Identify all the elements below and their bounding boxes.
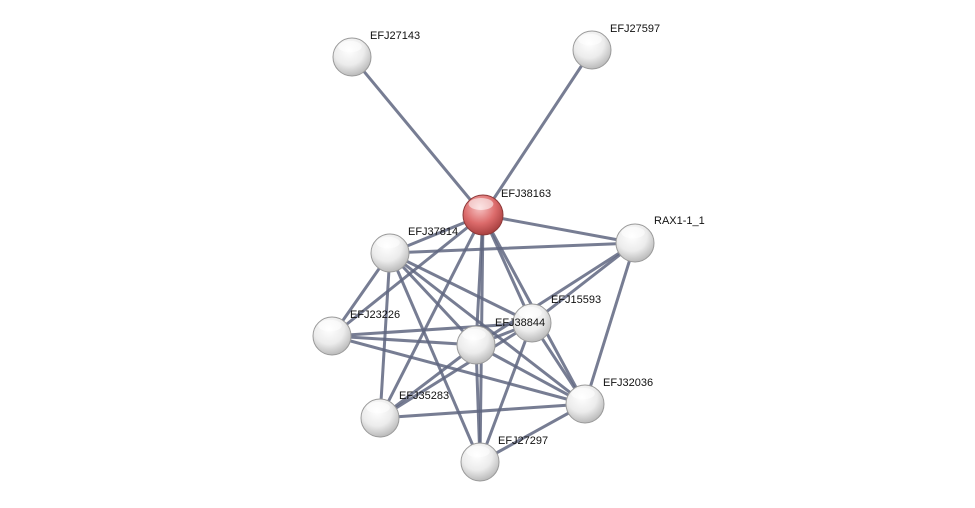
node-highlight	[338, 40, 362, 53]
edge-efj37814-efj38844	[388, 251, 478, 347]
node-label: EFJ35283	[399, 390, 449, 402]
node-rax1-1-1[interactable]: RAX1-1_1	[615, 215, 705, 263]
edge-efj27297-efj32036	[478, 402, 587, 464]
node-highlight	[468, 198, 494, 210]
edge-efj23226-efj32036	[330, 334, 587, 406]
node-efj15593[interactable]: EFJ15593	[512, 294, 601, 343]
node-highlight	[578, 33, 602, 46]
edge-efj38844-efj35283	[378, 343, 478, 420]
edge-rax1-1-1-efj32036	[583, 241, 637, 406]
node-highlight	[462, 328, 486, 341]
edge-efj38163-efj27597	[481, 48, 594, 217]
node-label: RAX1-1_1	[654, 215, 705, 227]
edge-efj37814-rax1-1-1	[388, 241, 637, 255]
node-label: EFJ27297	[498, 435, 548, 447]
edge-efj38163-efj23226	[330, 213, 485, 338]
edge-efj37814-efj35283	[378, 251, 392, 420]
node-efj27597[interactable]: EFJ27597	[572, 23, 660, 70]
edge-efj37814-efj32036	[388, 251, 587, 406]
node-highlight	[466, 445, 490, 458]
node-highlight	[518, 306, 542, 319]
node-label: EFJ27597	[610, 23, 660, 35]
node-efj27297[interactable]: EFJ27297	[460, 435, 548, 482]
node-highlight	[571, 387, 595, 400]
node-efj23226[interactable]: EFJ23226	[312, 309, 400, 356]
node-label: EFJ32036	[603, 377, 653, 389]
edge-efj15593-efj23226	[330, 321, 534, 338]
edge-efj38163-efj27143	[350, 55, 485, 217]
node-label: EFJ27143	[370, 30, 420, 42]
node-efj37814[interactable]: EFJ37814	[370, 226, 458, 273]
node-label: EFJ15593	[551, 294, 601, 306]
edge-efj15593-efj27297	[478, 321, 534, 464]
edge-efj37814-efj15593	[388, 251, 534, 325]
edge-efj23226-efj38844	[330, 334, 478, 347]
edge-rax1-1-1-efj15593	[530, 241, 637, 325]
nodes-layer: EFJ38163 EFJ27143 EFJ27597RAX1-1_1EFJ37814…	[312, 23, 705, 482]
edge-efj38844-efj27297	[474, 343, 482, 464]
node-label: EFJ38163	[501, 188, 551, 200]
node-highlight	[318, 319, 342, 332]
node-highlight	[621, 226, 645, 239]
node-efj38163[interactable]: EFJ38163	[462, 188, 551, 236]
node-highlight	[376, 236, 400, 249]
node-efj38844[interactable]: EFJ38844	[456, 317, 545, 365]
edge-efj38163-rax1-1-1	[481, 213, 637, 245]
node-efj32036[interactable]: EFJ32036	[565, 377, 653, 424]
edge-efj38844-efj32036	[474, 343, 587, 406]
node-label: EFJ38844	[495, 317, 545, 329]
node-highlight	[366, 401, 390, 414]
node-efj27143[interactable]: EFJ27143	[332, 30, 420, 77]
node-efj35283[interactable]: EFJ35283	[360, 390, 449, 438]
edge-efj35283-efj32036	[378, 402, 587, 420]
node-label: EFJ23226	[350, 309, 400, 321]
node-label: EFJ37814	[408, 226, 458, 238]
edge-rax1-1-1-efj38844	[474, 241, 637, 347]
edge-efj37814-efj27297	[388, 251, 482, 464]
